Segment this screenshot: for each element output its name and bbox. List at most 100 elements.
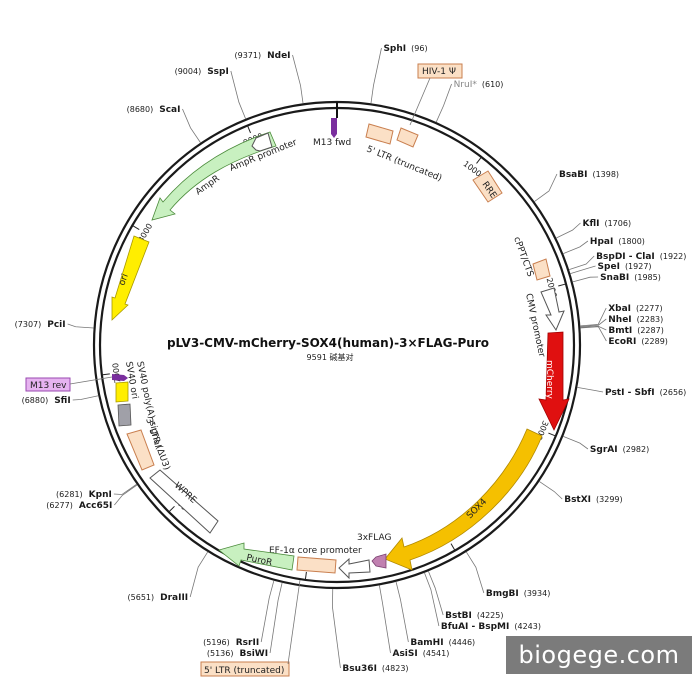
- mcherry-feature[interactable]: mCherry: [538, 331, 570, 431]
- site-leader-line: [292, 54, 304, 104]
- restriction-site[interactable]: NheI(2283): [580, 315, 663, 328]
- site-position: (5196): [203, 638, 230, 647]
- ori-label: ori: [117, 273, 130, 287]
- site-leader-line: [563, 240, 589, 254]
- restriction-site[interactable]: SgrAI(2982): [563, 436, 649, 455]
- restriction-site[interactable]: DraIII(5651): [128, 551, 209, 603]
- site-name: DraIII: [160, 593, 188, 603]
- site-name: BfuAI - BspMI: [441, 622, 509, 632]
- site-leader-line: [332, 588, 341, 669]
- site-position: (9371): [234, 51, 261, 60]
- site-position: (96): [411, 44, 427, 53]
- site-position: (2277): [636, 304, 663, 313]
- site-position: (3934): [524, 589, 551, 598]
- site-leader-line: [67, 323, 94, 329]
- restriction-site[interactable]: Bsu36I(4823): [332, 588, 409, 674]
- site-position: (2287): [637, 326, 664, 335]
- hiv1-psi-feature[interactable]: HIV-1 Ψ: [409, 63, 463, 126]
- restriction-site[interactable]: AsiSI(4541): [378, 585, 450, 659]
- m13-fwd-label: M13 fwd: [313, 138, 351, 148]
- site-leader-line: [378, 585, 391, 654]
- site-leader-line: [577, 386, 604, 393]
- site-name: SphI: [383, 44, 406, 54]
- cppt-cts-label: cPPT/CTS: [511, 236, 535, 279]
- rre-feature[interactable]: RRE: [472, 170, 503, 203]
- site-position: (5136): [207, 649, 234, 658]
- site-name: BmtI: [608, 326, 632, 336]
- restriction-site[interactable]: BfuAI - BspMI (4243): [424, 572, 541, 632]
- five-ltr-lower-feature[interactable]: 5' LTR (truncated): [200, 579, 301, 677]
- site-position: (6281): [56, 490, 83, 499]
- restriction-site[interactable]: SphI (96): [370, 44, 428, 104]
- restriction-sites: SphI(96)NruI*(610)BsaBI(1398)KflI(1706)H…: [15, 44, 687, 674]
- restriction-site[interactable]: RsrII(5196): [203, 580, 275, 648]
- site-position: (6277): [46, 501, 73, 510]
- site-leader-line: [114, 484, 138, 506]
- tick-mark: [132, 225, 140, 230]
- tick-label: 7000: [111, 362, 122, 383]
- puror-feature[interactable]: PuroR: [218, 542, 295, 571]
- ltr-block-5000[interactable]: [296, 556, 337, 574]
- site-name: ScaI: [159, 105, 180, 115]
- site-name: Bsu36I: [342, 664, 377, 674]
- restriction-site[interactable]: EcoRI(2289): [580, 326, 668, 347]
- site-leader-line: [230, 70, 246, 119]
- restriction-site[interactable]: NruI*(610): [435, 80, 503, 123]
- restriction-site[interactable]: SpeI(1927): [570, 262, 652, 275]
- site-leader-line: [572, 276, 599, 283]
- site-position: (1398): [592, 170, 619, 179]
- five-ltr-feature[interactable]: 5' LTR (truncated): [365, 123, 443, 184]
- tick-mark: [247, 125, 251, 134]
- restriction-site[interactable]: BspDI - ClaI(1922): [568, 252, 686, 270]
- site-name: BamHI: [410, 638, 443, 648]
- restriction-site[interactable]: ScaI(8680): [127, 105, 201, 143]
- site-leader-line: [580, 307, 607, 327]
- restriction-site[interactable]: BmgBI (3934): [465, 551, 551, 599]
- site-position: (4541): [423, 649, 450, 658]
- five-ltr-label: 5' LTR (truncated): [365, 145, 443, 184]
- site-name: EcoRI: [608, 337, 636, 347]
- restriction-site[interactable]: SspI(9004): [175, 67, 246, 119]
- m13-fwd-feature[interactable]: M13 fwd: [313, 118, 351, 148]
- tick-mark: [168, 505, 175, 513]
- restriction-site[interactable]: BamHI(4446): [395, 581, 475, 648]
- site-name: BmgBI: [486, 589, 519, 599]
- site-name: BsaBI: [559, 170, 588, 180]
- restriction-site[interactable]: HpaI(1800): [563, 237, 645, 254]
- site-leader-line: [580, 318, 607, 328]
- restriction-site[interactable]: PstI - SbfI(2656): [577, 386, 687, 398]
- restriction-site[interactable]: SfiI(6880): [22, 395, 99, 406]
- site-leader-line: [539, 481, 563, 500]
- site-name: Acc65I: [79, 501, 113, 511]
- site-position: (1927): [625, 262, 652, 271]
- restriction-site[interactable]: BsiWI(5136): [207, 582, 283, 659]
- restriction-site[interactable]: KflI(1706): [556, 219, 631, 239]
- 3xflag-feature[interactable]: 3xFLAG: [357, 533, 391, 569]
- site-name: NheI: [608, 315, 631, 325]
- mcherry-label: mCherry: [544, 360, 554, 400]
- restriction-site[interactable]: BmtI (2287): [580, 325, 664, 336]
- restriction-site[interactable]: KpnI(6281): [56, 483, 137, 500]
- restriction-site[interactable]: NdeI(9371): [234, 51, 304, 104]
- restriction-site[interactable]: SnaBI(1985): [572, 273, 661, 283]
- restriction-site[interactable]: PciI(7307): [15, 320, 94, 330]
- restriction-site[interactable]: BsaBI (1398): [534, 170, 619, 202]
- site-position: (9004): [175, 67, 202, 76]
- restriction-site[interactable]: BstXI(3299): [539, 481, 623, 505]
- m13-rev-feature[interactable]: M13 rev: [25, 374, 128, 392]
- restriction-site[interactable]: Acc65I (6277): [46, 484, 138, 511]
- ef1a-promoter-feature[interactable]: EF-1α core promoter: [269, 546, 371, 580]
- cppt-cts-feature[interactable]: cPPT/CTS: [511, 236, 551, 281]
- site-position: (2656): [660, 388, 687, 397]
- site-position: (2982): [623, 445, 650, 454]
- restriction-site[interactable]: BstBI(4225): [428, 571, 503, 621]
- site-leader-line: [570, 265, 596, 275]
- site-position: (4243): [514, 622, 541, 631]
- ori-feature[interactable]: ori: [111, 235, 150, 321]
- site-name: BstBI: [445, 611, 472, 621]
- plasmid-title: pLV3-CMV-mCherry-SOX4(human)-3×FLAG-Puro: [167, 336, 489, 350]
- sox4-feature[interactable]: SOX4: [384, 428, 543, 571]
- hiv1-psi-label: HIV-1 Ψ: [422, 67, 456, 77]
- restriction-site[interactable]: XbaI(2277): [580, 304, 663, 327]
